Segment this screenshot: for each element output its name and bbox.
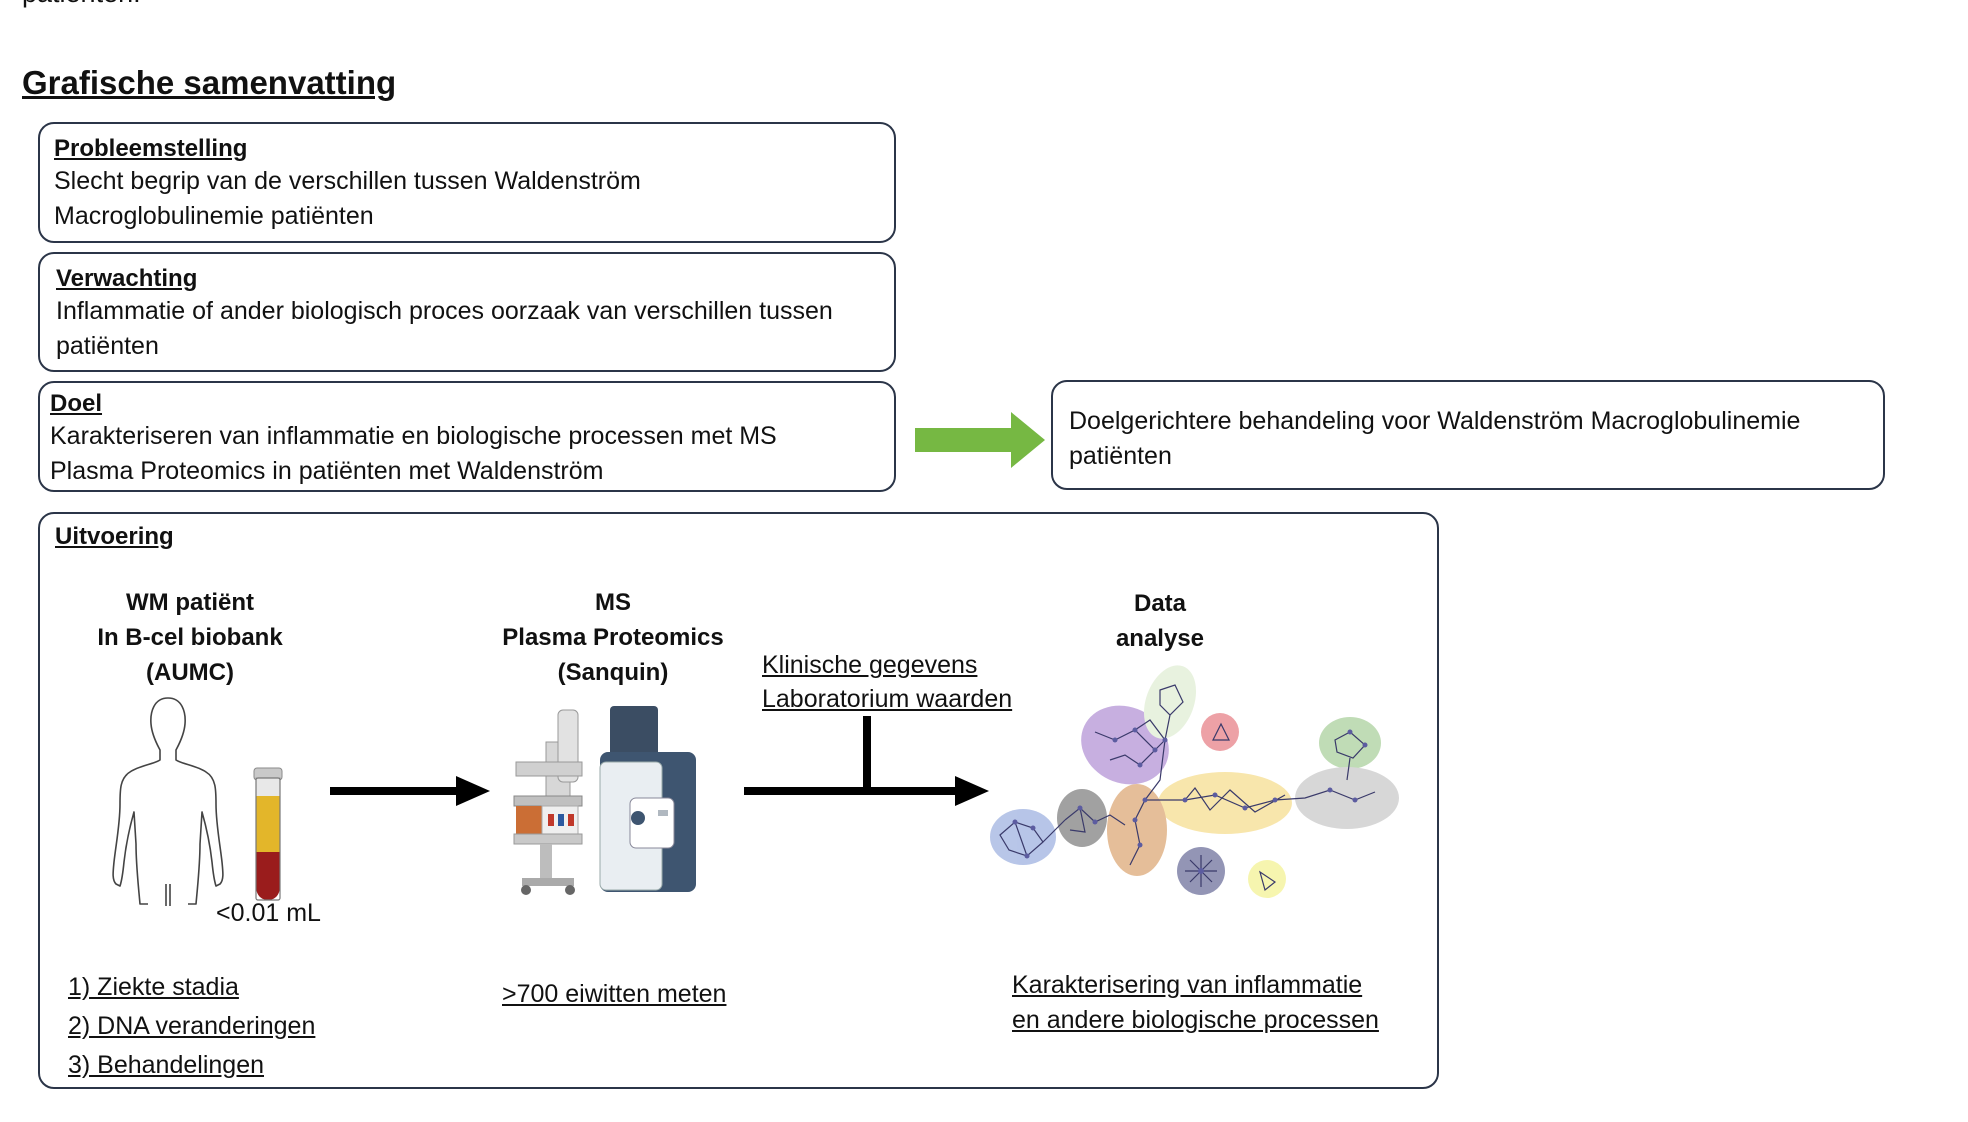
probleem-box: Probleemstelling Slecht begrip van de ve…: [38, 122, 896, 243]
stage1-title-line2: In B-cel biobank: [97, 624, 283, 651]
stage3-note-line2: en andere biologische processen: [1012, 1006, 1379, 1034]
inputs-label-line2: Laboratorium waarden: [762, 685, 1013, 713]
probleem-text-line2: Macroglobulinemie patiënten: [54, 202, 374, 230]
stage3-note: Karakterisering van inflammatie en ander…: [1012, 968, 1379, 1038]
inputs-label: Klinische gegevens Laboratorium waarden: [762, 648, 1012, 716]
stage1-title-line1: WM patiënt: [126, 589, 254, 616]
doel-header: Doel: [50, 390, 103, 417]
page-header-cut-text: patiënten.: [22, 0, 141, 9]
doel-text-line2: Plasma Proteomics in patiënten met Walde…: [50, 457, 604, 485]
arrow-right-icon-1: [330, 776, 490, 806]
doel-box: Doel Karakteriseren van inflammatie en b…: [38, 381, 896, 492]
verwachting-box: Verwachting Inflammatie of ander biologi…: [38, 252, 896, 372]
verwachting-header: Verwachting: [56, 265, 198, 292]
stage2-title-line1: MS: [595, 589, 631, 616]
stage1-item-2: 2) DNA veranderingen: [68, 1012, 316, 1040]
resultaat-box: Doelgerichtere behandeling voor Waldenst…: [1051, 380, 1885, 490]
stage3-title: Data analyse: [1080, 586, 1240, 656]
stage3-title-line1: Data: [1133, 590, 1187, 617]
stage1-title-line3: (AUMC): [146, 659, 234, 686]
arrow-right-icon-2: [744, 776, 989, 806]
doel-text-line1: Karakteriseren van inflammatie en biolog…: [50, 422, 777, 450]
stage3-note-line1: Karakterisering van inflammatie: [1012, 971, 1363, 999]
stage2-note: >700 eiwitten meten: [502, 980, 727, 1008]
uitvoering-header: Uitvoering: [55, 523, 174, 550]
stage1-item-1: 1) Ziekte stadia: [68, 973, 239, 1001]
stage1-title: WM patiënt In B-cel biobank (AUMC): [75, 585, 305, 690]
network-graph-icon: [990, 665, 1399, 898]
stage3-title-line2: analyse: [1115, 625, 1205, 652]
stage1-volume-label: <0.01 mL: [216, 899, 321, 927]
inputs-label-line1: Klinische gegevens: [762, 651, 978, 679]
stage2-title-line2: Plasma Proteomics: [502, 624, 724, 651]
blood-tube-icon: [253, 767, 283, 901]
stage2-title-line3: (Sanquin): [557, 659, 669, 686]
verwachting-text-line1: Inflammatie of ander biologisch proces o…: [56, 297, 833, 325]
mass-spectrometer-icon: [513, 706, 696, 895]
green-arrow-icon: [915, 412, 1045, 468]
stage1-item-3: 3) Behandelingen: [68, 1051, 264, 1079]
person-outline-icon: [112, 697, 224, 906]
arrow-down-icon: [863, 716, 871, 792]
probleem-text-line1: Slecht begrip van de verschillen tussen …: [54, 167, 641, 195]
resultaat-text-line2: patiënten: [1069, 442, 1172, 470]
section-title: Grafische samenvatting: [22, 64, 397, 101]
verwachting-text-line2: patiënten: [56, 332, 159, 360]
probleem-header: Probleemstelling: [54, 135, 248, 162]
stage1-items: 1) Ziekte stadia 2) DNA veranderingen 3)…: [68, 968, 315, 1085]
resultaat-text-line1: Doelgerichtere behandeling voor Waldenst…: [1069, 407, 1801, 435]
stage2-title: MS Plasma Proteomics (Sanquin): [483, 585, 743, 690]
